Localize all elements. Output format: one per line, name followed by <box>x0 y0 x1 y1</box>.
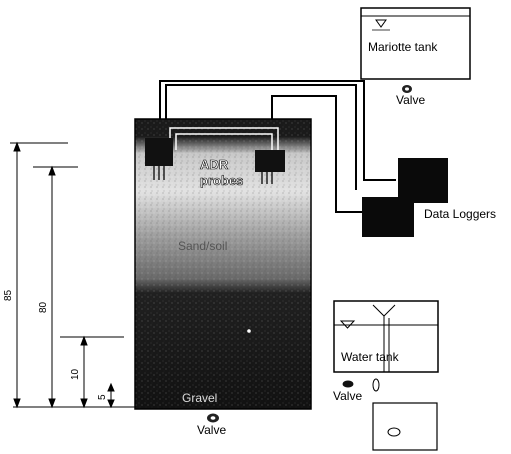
adr-probes-label-line1: ADR <box>200 157 229 172</box>
valve-right-label: Valve <box>333 389 362 403</box>
bubble-icon <box>247 329 251 333</box>
gravel-label: Gravel <box>182 391 217 405</box>
valve-icon <box>402 85 412 93</box>
cables <box>159 80 396 213</box>
collector <box>372 402 438 451</box>
mariotte-tank: Mariotte tank <box>360 7 471 80</box>
valve-top: Valve <box>396 85 425 107</box>
water-level-triangle-icon <box>339 320 356 329</box>
valve-icon <box>342 380 354 388</box>
valve-top-label: Valve <box>396 93 425 107</box>
valve-right: Valve <box>333 378 380 403</box>
valve-icon <box>207 413 219 423</box>
dim-85-label: 85 <box>3 289 14 301</box>
dim-80-label: 80 <box>38 301 49 313</box>
dim-10-label: 10 <box>70 368 81 380</box>
valve-bottom: Valve <box>197 413 226 437</box>
dimensions <box>10 141 135 409</box>
adr-probes: ADR probes <box>145 138 285 188</box>
data-loggers-label: Data Loggers <box>424 207 496 221</box>
data-loggers: Data Loggers <box>362 158 496 237</box>
mariotte-tank-label: Mariotte tank <box>368 40 438 54</box>
dimension-labels: 85 80 10 5 <box>3 289 108 400</box>
valve-bottom-label: Valve <box>197 423 226 437</box>
water-tank-label: Water tank <box>341 350 400 364</box>
adr-probes-label-line2: probes <box>200 173 243 188</box>
dim-5-label: 5 <box>97 394 108 400</box>
water-level-triangle-icon <box>375 19 387 28</box>
water-tank: Water tank <box>333 300 439 373</box>
soil-label: Sand/soil <box>178 239 227 253</box>
